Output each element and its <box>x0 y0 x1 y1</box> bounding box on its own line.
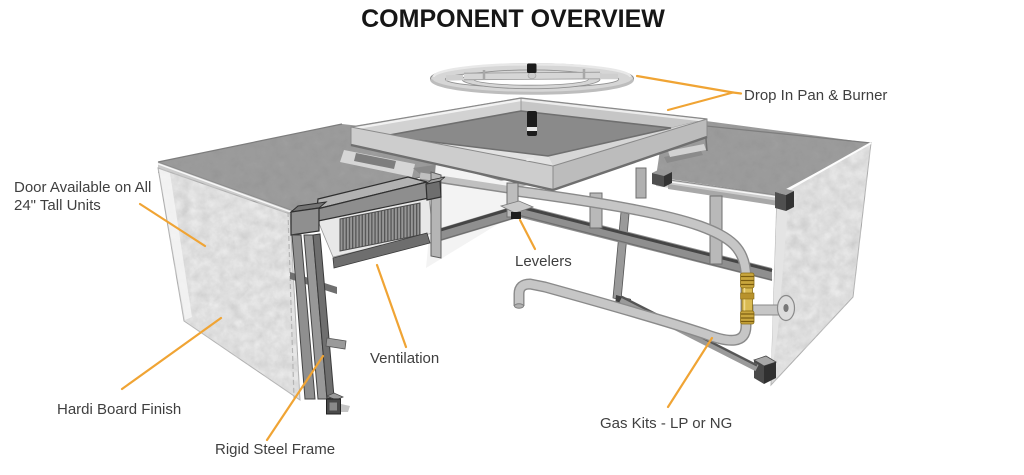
svg-text:24" Tall Units: 24" Tall Units <box>14 197 101 214</box>
svg-text:Levelers: Levelers <box>515 253 572 270</box>
svg-text:Ventilation: Ventilation <box>370 350 439 367</box>
svg-text:COMPONENT OVERVIEW: COMPONENT OVERVIEW <box>361 5 665 33</box>
svg-text:Hardi Board Finish: Hardi Board Finish <box>57 401 181 418</box>
svg-text:Gas Kits - LP or NG: Gas Kits - LP or NG <box>600 415 732 432</box>
svg-text:Drop In Pan & Burner: Drop In Pan & Burner <box>744 87 887 104</box>
svg-text:Door Available on All: Door Available on All <box>14 179 151 196</box>
svg-text:Rigid Steel Frame: Rigid Steel Frame <box>215 441 335 458</box>
